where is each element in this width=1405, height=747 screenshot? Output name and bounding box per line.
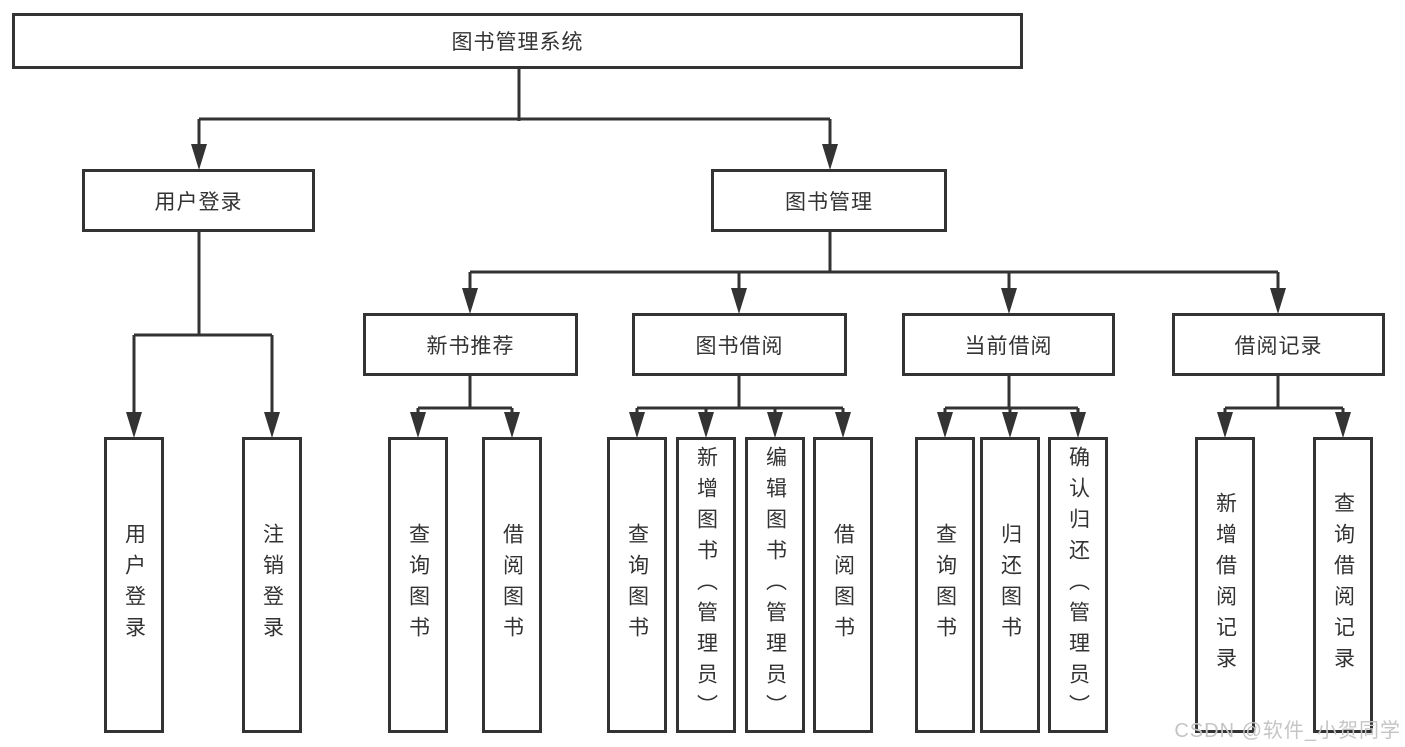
node-borrow-records-label: 借阅记录 xyxy=(1234,334,1323,358)
node-current-borrowing-label: 当前借阅 xyxy=(964,334,1053,358)
node-new-book-recommend-label: 新书推荐 xyxy=(426,334,515,358)
arrow-icon xyxy=(937,412,953,438)
node-book-management: 图书管理 xyxy=(711,169,947,232)
node-book-management-label: 图书管理 xyxy=(785,190,873,214)
arrow-icon xyxy=(629,412,645,438)
arrow-icon xyxy=(822,144,838,170)
arrow-icon xyxy=(1070,412,1086,438)
arrow-icon xyxy=(1001,288,1017,314)
node-user-login-label: 用户登录 xyxy=(154,190,243,214)
arrow-icon xyxy=(1002,412,1018,438)
node-root-label: 图书管理系统 xyxy=(451,31,584,54)
leaf-user-login: 用户登录 xyxy=(104,437,164,733)
arrow-icon xyxy=(1270,288,1286,314)
leaf-edit-books-admin: 编辑图书（管理员） xyxy=(745,437,805,733)
leaf-logout: 注销登录 xyxy=(242,437,302,733)
leaf-label: 新增图书（管理员） xyxy=(694,445,718,725)
arrow-icon xyxy=(1217,412,1233,438)
node-new-book-recommend: 新书推荐 xyxy=(363,313,578,376)
node-root: 图书管理系统 xyxy=(12,13,1023,69)
leaf-label: 查询图书 xyxy=(625,523,649,647)
node-borrow-records: 借阅记录 xyxy=(1172,313,1385,376)
leaf-label: 归还图书 xyxy=(998,523,1022,647)
arrow-icon xyxy=(462,288,478,314)
arrow-icon xyxy=(835,412,851,438)
leaf-query-borrow-record: 查询借阅记录 xyxy=(1313,437,1373,733)
leaf-query-books-borrowing: 查询图书 xyxy=(607,437,667,733)
leaf-label: 查询图书 xyxy=(933,523,957,647)
leaf-return-books: 归还图书 xyxy=(980,437,1040,733)
arrow-icon xyxy=(731,288,747,314)
leaf-label: 查询图书 xyxy=(406,523,430,647)
arrow-icon xyxy=(191,144,207,170)
node-book-borrowing: 图书借阅 xyxy=(632,313,847,376)
leaf-label: 确认归还（管理员） xyxy=(1066,445,1090,725)
leaf-label: 新增借阅记录 xyxy=(1213,492,1237,678)
arrow-icon xyxy=(767,412,783,438)
arrow-icon xyxy=(504,412,520,438)
csdn-watermark: CSDN @软件_小贺同学 xyxy=(1174,720,1401,742)
node-current-borrowing: 当前借阅 xyxy=(902,313,1115,376)
leaf-label: 注销登录 xyxy=(260,523,284,647)
leaf-label: 编辑图书（管理员） xyxy=(763,445,787,725)
arrow-icon xyxy=(698,412,714,438)
arrow-icon xyxy=(410,412,426,438)
leaf-borrow-books: 借阅图书 xyxy=(813,437,873,733)
leaf-add-books-admin: 新增图书（管理员） xyxy=(676,437,736,733)
leaf-label: 用户登录 xyxy=(122,523,146,647)
leaf-label: 借阅图书 xyxy=(831,523,855,647)
node-book-borrowing-label: 图书借阅 xyxy=(695,334,784,358)
leaf-query-books-current: 查询图书 xyxy=(915,437,975,733)
leaf-label: 借阅图书 xyxy=(500,523,524,647)
leaf-label: 查询借阅记录 xyxy=(1331,492,1355,678)
node-user-login: 用户登录 xyxy=(82,169,315,232)
leaf-query-books-recommend: 查询图书 xyxy=(388,437,448,733)
leaf-confirm-return-admin: 确认归还（管理员） xyxy=(1048,437,1108,733)
leaf-add-borrow-record: 新增借阅记录 xyxy=(1195,437,1255,733)
arrow-icon xyxy=(1335,412,1351,438)
arrow-icon xyxy=(264,412,280,438)
leaf-borrow-books-recommend: 借阅图书 xyxy=(482,437,542,733)
arrowheads xyxy=(126,144,1351,438)
arrow-icon xyxy=(126,412,142,438)
